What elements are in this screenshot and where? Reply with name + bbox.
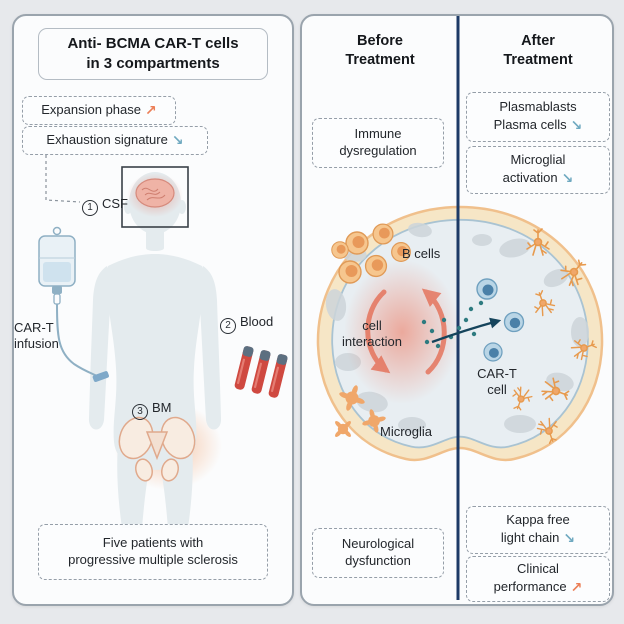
- infusion-label: CAR-T infusion: [14, 320, 59, 352]
- microglial-activation-box: Microglial activation ↘: [466, 146, 610, 194]
- compartment-number-2: 2: [220, 318, 236, 335]
- patients-footer-box: Five patients with progressive multiple …: [38, 524, 268, 580]
- trend-up-icon: ↗: [570, 579, 583, 596]
- after-treatment-header: After Treatment: [503, 33, 573, 68]
- cell-interaction-label: cell interaction: [342, 318, 402, 350]
- compartment-number-1: 1: [82, 200, 98, 217]
- immune-dysregulation-box: Immune dysregulation: [312, 118, 444, 168]
- plasmablasts-box: Plasmablasts Plasma cells ↘: [466, 92, 610, 142]
- trend-down-icon: ↘: [171, 132, 184, 149]
- trend-down-icon: ↘: [570, 117, 583, 134]
- b-cells-label: B cells: [402, 246, 441, 261]
- neurological-dysfunction-box: Neurological dysfunction: [312, 528, 444, 578]
- trend-down-icon: ↘: [561, 170, 574, 187]
- expansion-phase-box: Expansion phase ↗: [22, 96, 176, 125]
- before-treatment-header: Before Treatment: [345, 33, 415, 68]
- cart-cell-label: CAR-T cell: [477, 366, 517, 398]
- trend-up-icon: ↗: [145, 102, 157, 119]
- left-panel-title: Anti- BCMA CAR-T cells in 3 compartments: [38, 28, 268, 80]
- microglia-label: Microglia: [380, 424, 433, 439]
- exhaustion-signature-box: Exhaustion signature ↘: [22, 126, 208, 155]
- clinical-performance-box: Clinical performance ↗: [466, 556, 610, 602]
- trend-down-icon: ↘: [563, 530, 576, 547]
- compartment-number-3: 3: [132, 404, 148, 421]
- kappa-free-light-chain-box: Kappa free light chain ↘: [466, 506, 610, 554]
